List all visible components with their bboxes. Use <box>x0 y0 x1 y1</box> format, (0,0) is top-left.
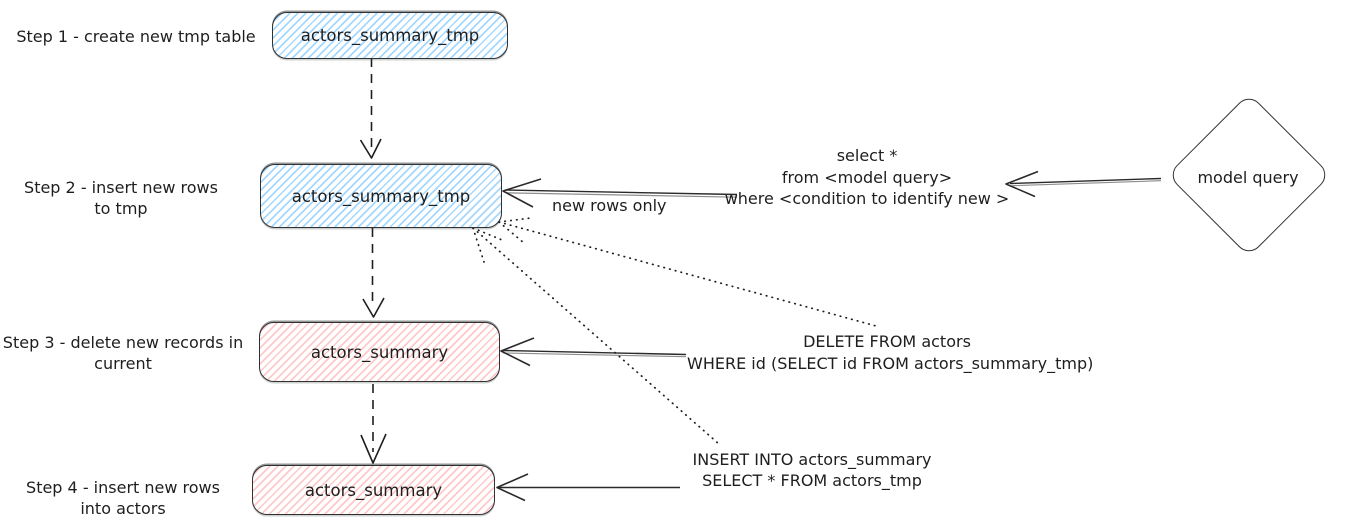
step-4-table-node: actors_summary <box>252 465 495 515</box>
model-query-label: model query <box>1197 168 1299 187</box>
dotted-link-insert-sql <box>472 227 720 445</box>
arrow-new-rows-into-tmp <box>502 178 738 208</box>
step-2-label: Step 2 - insert new rows to tmp <box>24 178 218 218</box>
step-3-table-node: actors_summary <box>259 322 500 382</box>
dotted-link-delete-sql <box>498 217 877 327</box>
flow-arrow-step2-step3 <box>362 228 385 318</box>
step-2-table-node: actors_summary_tmp <box>260 164 502 228</box>
arrow-insert-into-summary <box>496 473 680 502</box>
new-rows-only-label: new rows only <box>552 196 667 215</box>
step-1-table-node: actors_summary_tmp <box>272 12 508 59</box>
flow-arrow-step3-step4 <box>360 384 387 464</box>
delete-query-annotation: DELETE FROM actors WHERE id (SELECT id F… <box>687 332 1094 373</box>
arrow-model-query-to-select <box>1005 170 1162 198</box>
step-3-label: Step 3 - delete new records in current <box>2 333 244 373</box>
step-4-table-name: actors_summary <box>304 480 443 500</box>
step-3-table-name: actors_summary <box>310 342 449 362</box>
insert-query-annotation: INSERT INTO actors_summary SELECT * FROM… <box>692 450 932 490</box>
step-2-table-name: actors_summary_tmp <box>291 186 471 206</box>
step-1-table-name: actors_summary_tmp <box>300 26 480 45</box>
step-1-label: Step 1 - create new tmp table <box>16 27 256 46</box>
step-4-label: Step 4 - insert new rows into actors <box>26 478 220 518</box>
select-query-annotation: select * from <model query> where <condi… <box>724 146 1010 208</box>
flow-arrow-step1-step2 <box>359 58 382 159</box>
arrow-delete-into-summary <box>500 337 687 367</box>
